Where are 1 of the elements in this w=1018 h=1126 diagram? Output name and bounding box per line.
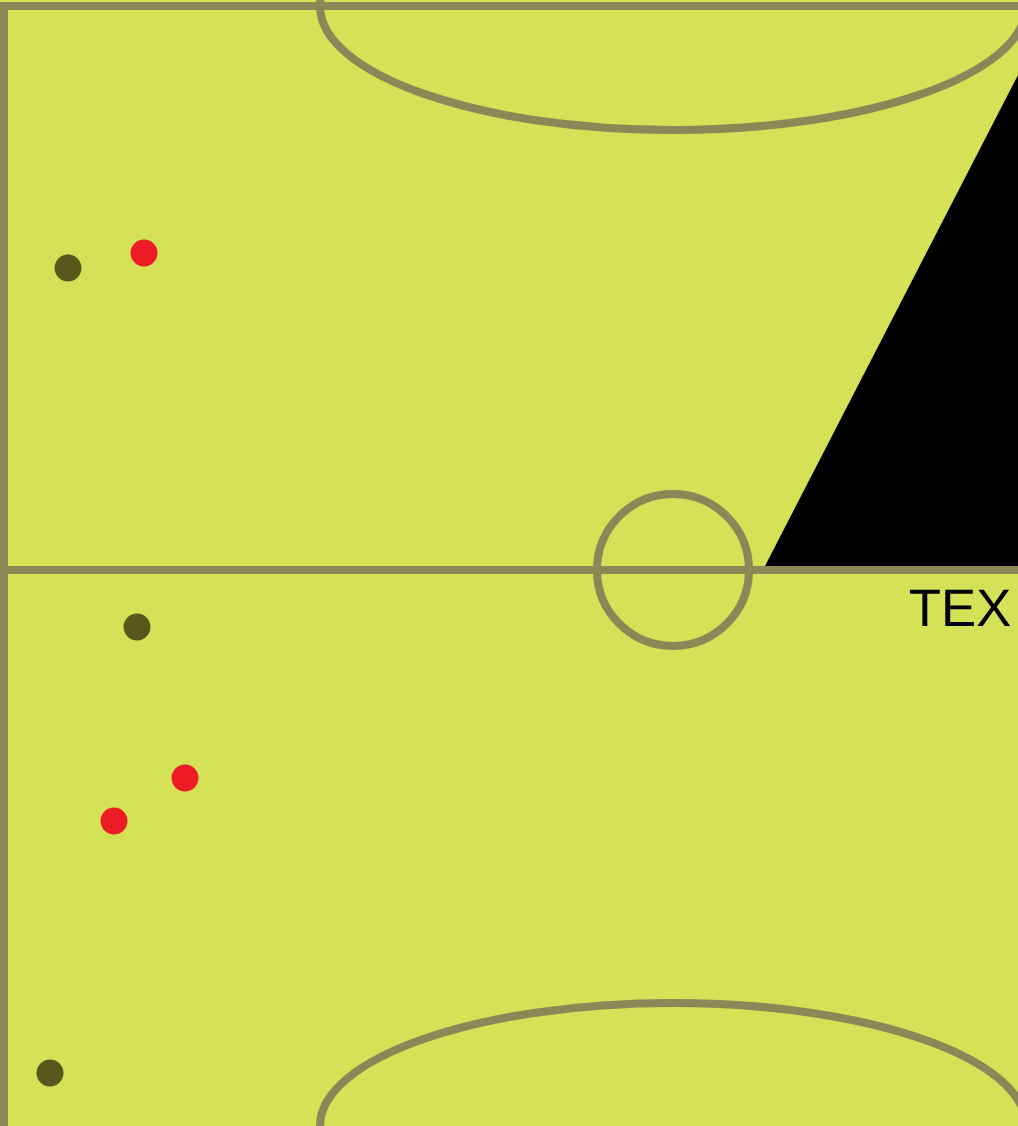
field-label: TEX <box>909 589 1011 626</box>
